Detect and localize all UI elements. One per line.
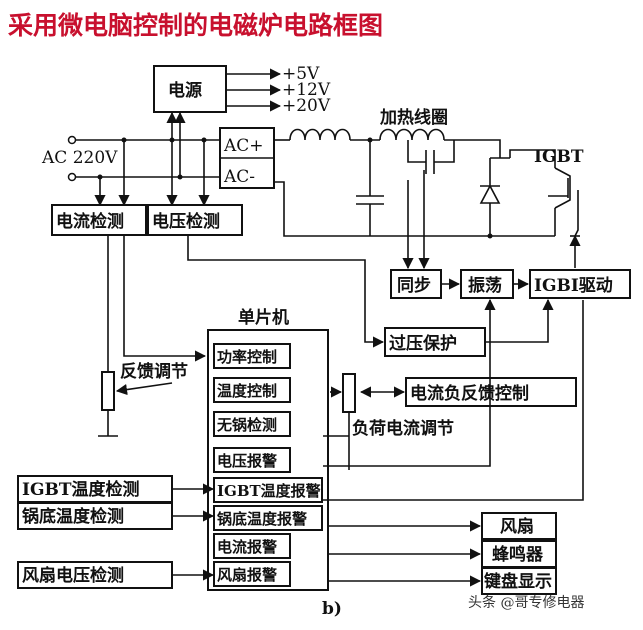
voltage-detect-box: [147, 204, 243, 236]
mcu-module-box: [213, 377, 291, 403]
igbt-symbol: [554, 167, 571, 209]
feedback-adjust-label: 反馈调节: [120, 361, 188, 382]
overvoltage-box: [384, 327, 486, 357]
mcu-module-box: [213, 533, 291, 559]
mcu-module-label: 功率控制: [217, 348, 277, 366]
diagram-title: 采用微电脑控制的电磁炉电路框图: [8, 11, 383, 40]
power-supply-label: 电源: [168, 80, 202, 101]
mcu-module-box: [213, 411, 291, 437]
mcu-module-label: 电流报警: [217, 538, 277, 556]
load-current-adjust-label: 负荷电流调节: [352, 418, 454, 439]
power-supply-box: [153, 65, 227, 113]
mcu-module-box: [213, 343, 291, 369]
igbt-temp-sensor-label: IGBT温度检测: [22, 479, 140, 500]
resonant-capacitor: [425, 150, 435, 174]
damper-diode: [479, 184, 501, 204]
rectifier-neg: AC-: [223, 167, 255, 187]
fan-output-label: 风扇: [500, 516, 534, 537]
ac-input-label: AC 220V: [41, 148, 118, 168]
mcu-module-box: [213, 561, 291, 587]
pot-temp-sensor-box: [17, 502, 173, 530]
voltage-detect-label: 电压检测: [152, 211, 220, 232]
fan-voltage-sensor-label: 风扇电压检测: [22, 565, 124, 586]
igbt-driver-box: [529, 269, 631, 299]
fan-voltage-sensor-box: [17, 561, 173, 589]
current-feedback-label: 电流负反馈控制: [410, 383, 529, 404]
buzzer-output-label: 蜂鸣器: [492, 544, 544, 565]
buzzer-output-box: [481, 540, 557, 568]
oscillator-label: 振荡: [468, 275, 502, 296]
igbt-collector: [509, 149, 556, 168]
current-detect-label: 电流检测: [56, 211, 124, 232]
mcu-module-label: 风扇报警: [217, 566, 277, 584]
feedback-potentiometer: [101, 371, 115, 411]
voltage-out-12v: +12V: [282, 80, 331, 100]
mcu-module-label: 温度控制: [217, 382, 277, 400]
mcu-module-label: 无锅检测: [216, 416, 277, 434]
pot-temp-sensor-label: 锅底温度检测: [22, 506, 124, 527]
overvoltage-label: 过压保护: [389, 333, 457, 354]
sync-label: 同步: [397, 275, 431, 296]
voltage-out-20v: +20V: [282, 96, 331, 116]
current-feedback-box: [405, 377, 577, 407]
heating-coil-label: 加热线圈: [379, 107, 448, 128]
fan-output-box: [481, 512, 557, 540]
voltage-out-5v: +5V: [282, 64, 320, 84]
igbt-label: IGBT: [534, 147, 584, 167]
current-detect-box: [51, 204, 147, 236]
choke-inductor: [289, 128, 351, 141]
mcu-module-label: 电压报警: [217, 452, 277, 470]
igbt-driver-label: IGBI驱动: [534, 276, 613, 296]
display-output-box: [481, 567, 557, 595]
mcu-module-label: 锅底温度报警: [217, 510, 307, 528]
rectifier-pos: AC+: [223, 136, 264, 156]
load-current-potentiometer: [342, 373, 356, 413]
ac-terminal-bottom: [67, 172, 77, 182]
mcu-title: 单片机: [238, 307, 289, 328]
ac-terminal-top: [67, 135, 77, 145]
display-output-label: 键盘显示: [484, 571, 552, 592]
heating-coil-inductor: [379, 128, 445, 141]
mcu-module-box: [213, 447, 291, 473]
watermark: 头条 @哥专修电器: [468, 594, 584, 611]
mcu-module-label: IGBT温度报警: [217, 482, 321, 500]
filter-capacitor: [356, 195, 384, 205]
figure-label: b): [322, 599, 342, 619]
